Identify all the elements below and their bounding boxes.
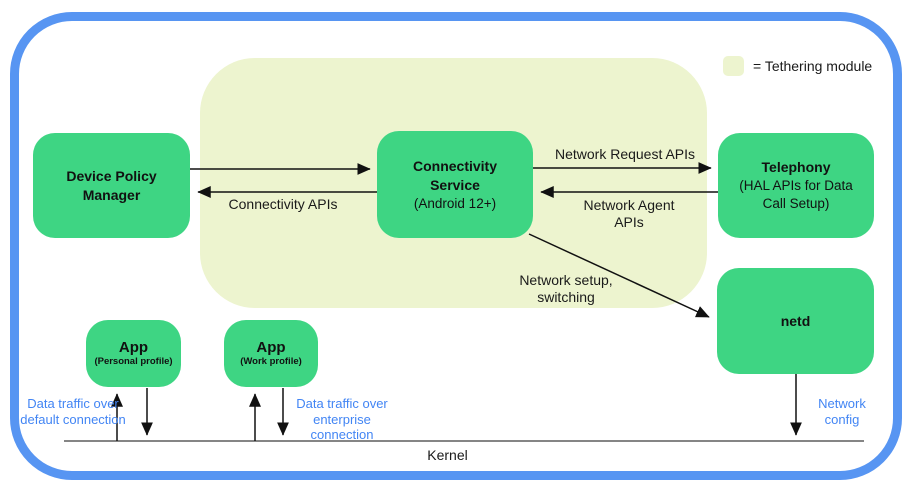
label-kernel: Kernel [427,447,468,463]
legend: = Tethering module [723,56,872,76]
app-work-title: App [256,339,286,356]
app-personal-subtitle: (Personal profile) [94,356,173,367]
app-personal-title: App [118,339,149,356]
app-work-subtitle: (Work profile) [240,356,302,367]
tethering-module-swatch [723,56,744,76]
label-network-config: Network config [818,396,866,427]
device-policy-manager-box: Device Policy Manager [33,133,190,238]
legend-label: = Tethering module [753,58,873,74]
label-connectivity-apis: Connectivity APIs [228,196,338,212]
label-network-agent-apis: Network Agent APIs [583,197,675,230]
connectivity-service-title: Connectivity Service [412,157,497,193]
netd-box: netd [717,268,874,374]
diagram-outer-border [10,12,902,480]
telephony-subtitle: (HAL APIs for Data Call Setup) [739,178,853,211]
app-personal-box: App (Personal profile) [86,320,181,387]
connectivity-service-subtitle: (Android 12+) [413,195,497,211]
label-network-request-apis: Network Request APIs [554,146,696,162]
label-data-traffic-default: Data traffic over default connection [20,396,126,427]
netd-title: netd [780,312,811,329]
device-policy-manager-title: Device Policy Manager [66,167,157,203]
label-network-setup-switching: Network setup, switching [519,272,613,305]
label-data-traffic-enterprise: Data traffic over enterprise connection [296,396,388,442]
connectivity-service-box: Connectivity Service (Android 12+) [377,131,533,238]
telephony-title: Telephony [761,159,831,175]
app-work-box: App (Work profile) [224,320,318,387]
telephony-box: Telephony (HAL APIs for Data Call Setup) [718,133,874,238]
